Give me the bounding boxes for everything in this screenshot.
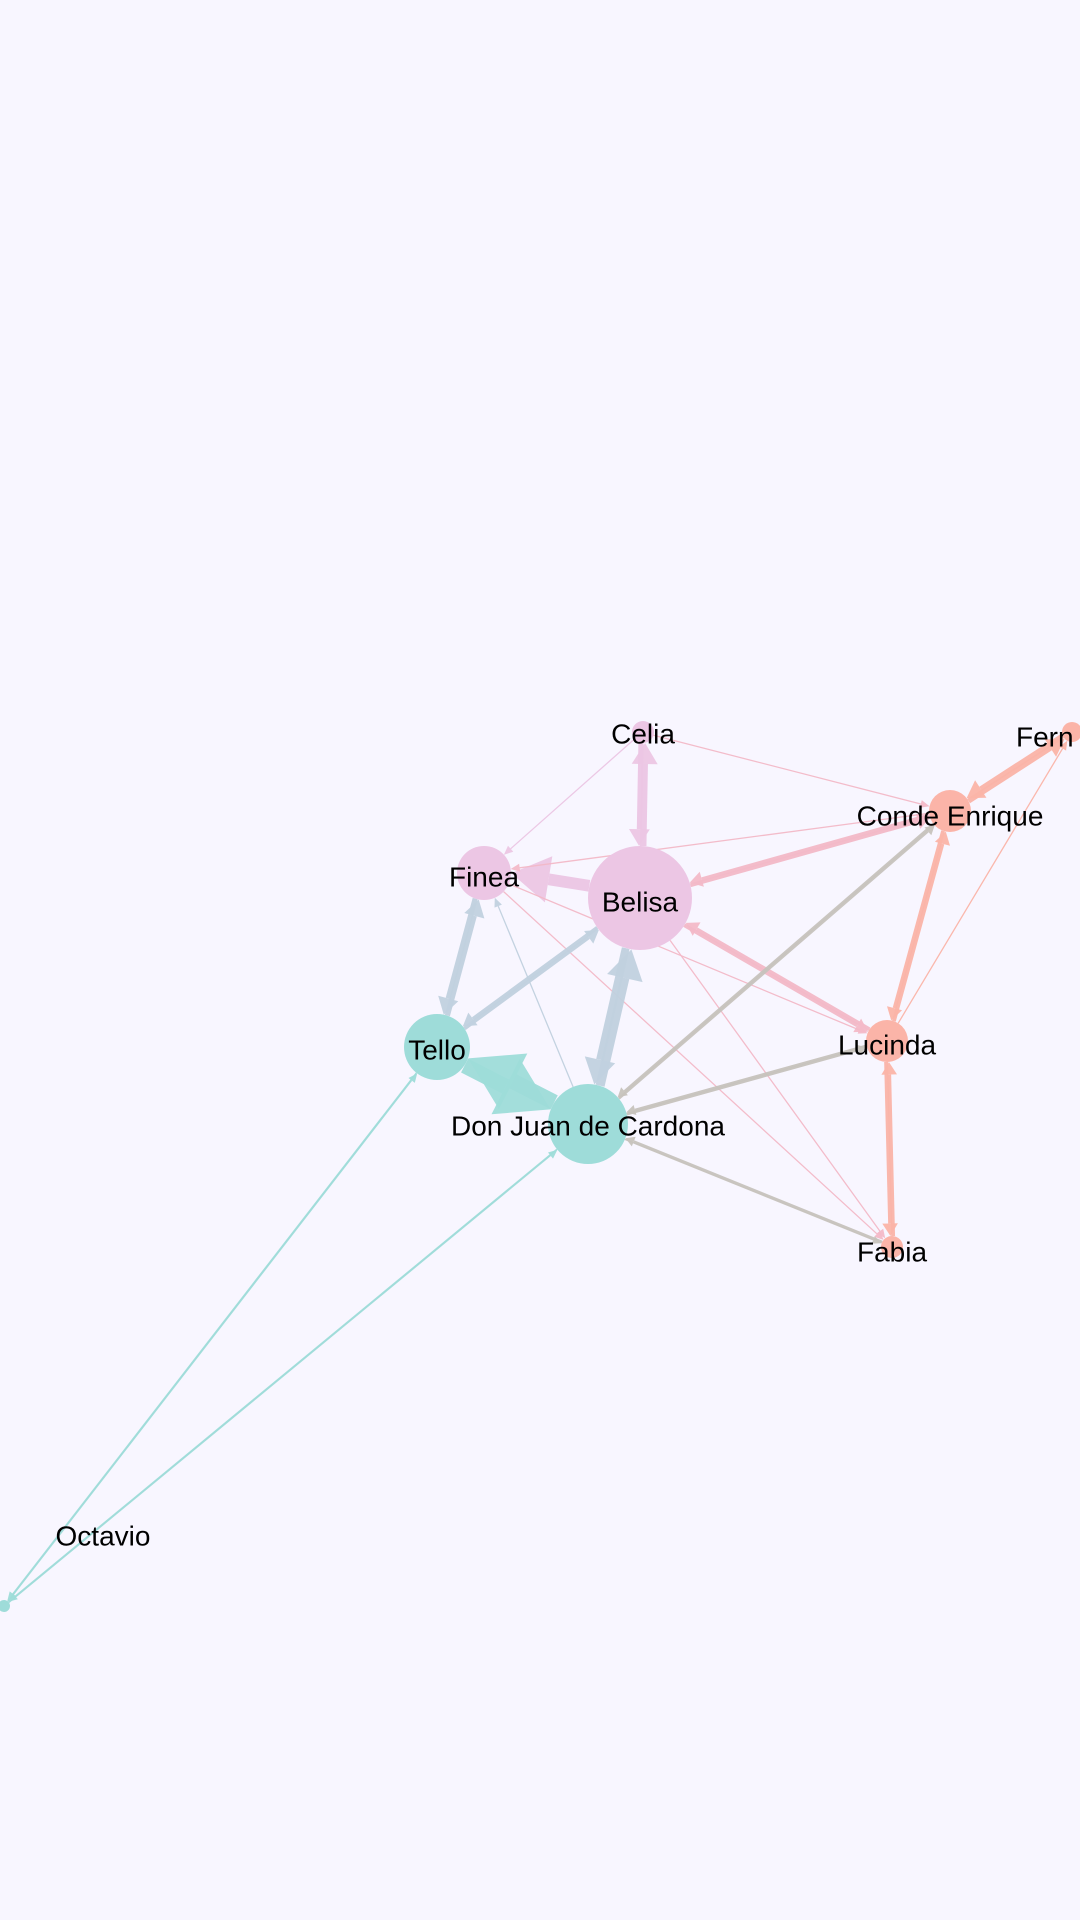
edge-arrowhead-celia-to-finea <box>503 845 514 855</box>
edge-arrowhead-octavio-to-donjuan <box>548 1149 558 1159</box>
edge-conde-to-lucinda <box>892 830 945 1009</box>
edge-lucinda-to-donjuan <box>634 1044 867 1112</box>
edge-arrowhead-lucinda-to-donjuan <box>626 1105 637 1115</box>
edge-belisa-to-fabia <box>669 940 881 1232</box>
edge-belisa-to-lucinda <box>683 923 859 1027</box>
node-label-fern: Fern <box>1016 721 1074 752</box>
edge-tello-to-belisa <box>463 935 590 1031</box>
node-celia[interactable] <box>632 721 654 743</box>
edge-lucinda-to-fabia <box>884 1061 893 1224</box>
edge-arrowhead-finea-to-tello <box>438 995 459 1015</box>
edge-belisa-to-finea <box>547 873 591 892</box>
edge-lucinda-to-conde <box>892 843 945 1022</box>
node-label-finea: Finea <box>449 861 519 892</box>
edge-fabia-to-lucinda <box>887 1074 896 1237</box>
node-conde[interactable] <box>929 790 971 832</box>
edge-donjuan-to-fabia <box>624 1138 874 1241</box>
edge-arrowhead-octavio-to-tello <box>408 1073 418 1083</box>
node-octavio[interactable] <box>0 1600 10 1612</box>
edge-finea-to-lucinda <box>508 883 860 1031</box>
edge-belisa-to-donjuan <box>596 947 630 1061</box>
edge-lucinda-to-fern <box>897 748 1064 1024</box>
edge-layer <box>7 733 1068 1604</box>
edge-arrowhead-belisa-to-finea <box>511 856 553 903</box>
edge-donjuan-to-octavio <box>14 1148 558 1597</box>
edge-celia-to-conde <box>653 734 921 805</box>
node-finea[interactable] <box>457 846 511 900</box>
edge-tello-to-octavio <box>12 1072 417 1595</box>
edge-arrowhead-donjuan-to-octavio <box>8 1593 18 1602</box>
node-layer <box>0 721 1080 1612</box>
edge-arrowhead-finea-to-lucinda <box>857 1026 868 1034</box>
edge-arrowhead-lucinda-to-fern <box>1059 740 1068 751</box>
edge-arrowhead-finea-to-fabia <box>874 1230 884 1240</box>
edge-lucinda-to-belisa <box>695 927 871 1031</box>
edge-finea-to-tello <box>445 897 478 1000</box>
edge-conde-to-donjuan <box>623 823 935 1093</box>
edge-octavio-to-tello <box>7 1080 413 1602</box>
edge-arrowhead-donjuan-to-fabia <box>871 1236 882 1244</box>
edge-arrowhead-celia-to-belisa <box>629 829 650 846</box>
edge-arrowhead-fabia-to-lucinda <box>881 1062 897 1075</box>
edge-arrowhead-donjuan-to-tello <box>468 1053 528 1110</box>
edge-donjuan-to-lucinda <box>626 1048 859 1116</box>
node-donjuan[interactable] <box>548 1084 628 1164</box>
edge-arrowhead-belisa-to-tello <box>462 1012 478 1027</box>
edge-finea-to-fabia <box>503 891 878 1235</box>
edge-conde-to-belisa <box>701 813 930 882</box>
node-label-octavio: Octavio <box>56 1520 151 1551</box>
edge-arrowhead-celia-to-conde <box>919 800 930 808</box>
edge-celia-to-finea <box>510 738 635 850</box>
edge-arrowhead-donjuan-to-conde <box>924 825 935 836</box>
node-label-belisa: Belisa <box>602 886 679 917</box>
edge-tello-to-finea <box>444 915 477 1017</box>
edge-arrowhead-belisa-to-fabia <box>876 1228 886 1239</box>
edge-fern-to-conde <box>979 733 1065 792</box>
edge-donjuan-to-tello <box>509 1074 558 1110</box>
edge-conde-to-finea <box>519 812 930 869</box>
node-tello[interactable] <box>404 1014 470 1080</box>
edge-celia-to-belisa <box>636 742 644 830</box>
edge-octavio-to-donjuan <box>8 1154 551 1604</box>
node-belisa[interactable] <box>588 846 692 950</box>
edge-arrowhead-conde-to-donjuan <box>617 1087 628 1098</box>
node-label-donjuan: Don Juan de Cardona <box>451 1110 725 1141</box>
edge-arrowhead-lucinda-to-fabia <box>882 1223 898 1236</box>
edge-arrowhead-lucinda-to-conde <box>934 831 950 846</box>
edge-fabia-to-donjuan <box>633 1140 883 1244</box>
edge-belisa-to-tello <box>471 926 599 1021</box>
edge-arrowhead-donjuan-to-finea <box>494 897 502 908</box>
node-label-fabia: Fabia <box>857 1236 927 1267</box>
node-label-conde: Conde Enrique <box>857 800 1044 831</box>
edge-donjuan-to-conde <box>618 830 929 1100</box>
edge-arrowhead-fern-to-conde <box>966 780 987 799</box>
node-fern[interactable] <box>1062 722 1080 742</box>
edge-belisa-to-conde <box>689 819 919 888</box>
edge-donjuan-to-finea <box>497 905 574 1088</box>
node-label-celia: Celia <box>611 718 675 749</box>
edge-arrowhead-belisa-to-donjuan <box>584 1056 616 1085</box>
node-lucinda[interactable] <box>866 1020 908 1062</box>
edge-arrowhead-belisa-to-conde <box>915 813 931 829</box>
node-label-tello: Tello <box>408 1034 466 1065</box>
node-fabia[interactable] <box>881 1236 903 1258</box>
node-label-lucinda: Lucinda <box>838 1029 937 1060</box>
edge-arrowhead-conde-to-finea <box>510 863 521 872</box>
